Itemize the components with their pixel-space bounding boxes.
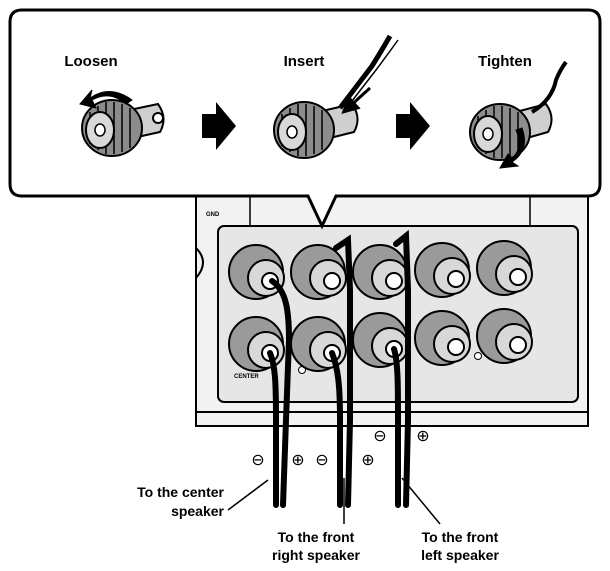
speaker-cables <box>267 229 411 508</box>
negative-symbol-front-left: ⊖ <box>373 426 386 445</box>
loosen-terminal-illustration <box>79 89 165 157</box>
receiver-back-panel: GND CENTER <box>195 195 589 427</box>
polarity-marks: ⊖ ⊕ ⊖ ⊕ ⊖ ⊕ <box>251 426 429 469</box>
terminal-row-bottom <box>228 308 533 372</box>
step-loosen-label: Loosen <box>64 53 117 70</box>
front-left-cable-negative <box>391 346 401 508</box>
front-left-speaker-label-line1: To the front <box>422 529 499 545</box>
gnd-label: GND <box>206 212 220 218</box>
rotate-cw-arrow-icon <box>499 127 525 169</box>
center-speaker-label-line2: speaker <box>171 503 224 519</box>
terminal-post <box>476 308 533 364</box>
center-cable-positive <box>269 278 293 508</box>
insert-arrow-icon <box>341 86 372 115</box>
instruction-callout: Loosen Insert Tighten <box>8 8 602 230</box>
tighten-terminal-illustration <box>469 60 568 169</box>
insert-terminal-illustration <box>273 34 399 159</box>
front-right-speaker-label-line2: right speaker <box>272 547 360 563</box>
front-right-speaker-label-line1: To the front <box>278 529 355 545</box>
front-left-speaker-label-line2: left speaker <box>421 547 499 563</box>
step-arrow-icon <box>396 102 430 150</box>
positive-symbol-center: ⊕ <box>291 450 304 469</box>
negative-symbol-center: ⊖ <box>251 450 264 469</box>
front-left-cable-positive <box>393 229 411 508</box>
negative-symbol-front-right: ⊖ <box>315 450 328 469</box>
terminal-post <box>228 244 285 300</box>
step-arrow-icon <box>202 102 236 150</box>
positive-symbol-front-left: ⊕ <box>416 426 429 445</box>
positive-symbol-front-right: ⊕ <box>361 450 374 469</box>
step-tighten-label: Tighten <box>478 53 532 70</box>
front-right-cable-negative <box>329 350 343 508</box>
terminal-post <box>476 240 533 296</box>
speaker-labels: To the center speaker To the front right… <box>137 477 499 563</box>
front-right-cable-positive <box>333 234 353 508</box>
terminal-post <box>352 244 409 300</box>
terminal-post <box>414 242 471 298</box>
rotate-ccw-arrow-icon <box>79 89 133 109</box>
center-channel-label: CENTER <box>234 374 259 380</box>
center-cable-negative <box>267 350 279 508</box>
step-insert-label: Insert <box>284 53 325 70</box>
terminal-post <box>290 244 347 300</box>
terminal-post <box>352 312 409 368</box>
terminal-post <box>414 310 471 366</box>
center-speaker-label-line1: To the center <box>137 484 224 500</box>
